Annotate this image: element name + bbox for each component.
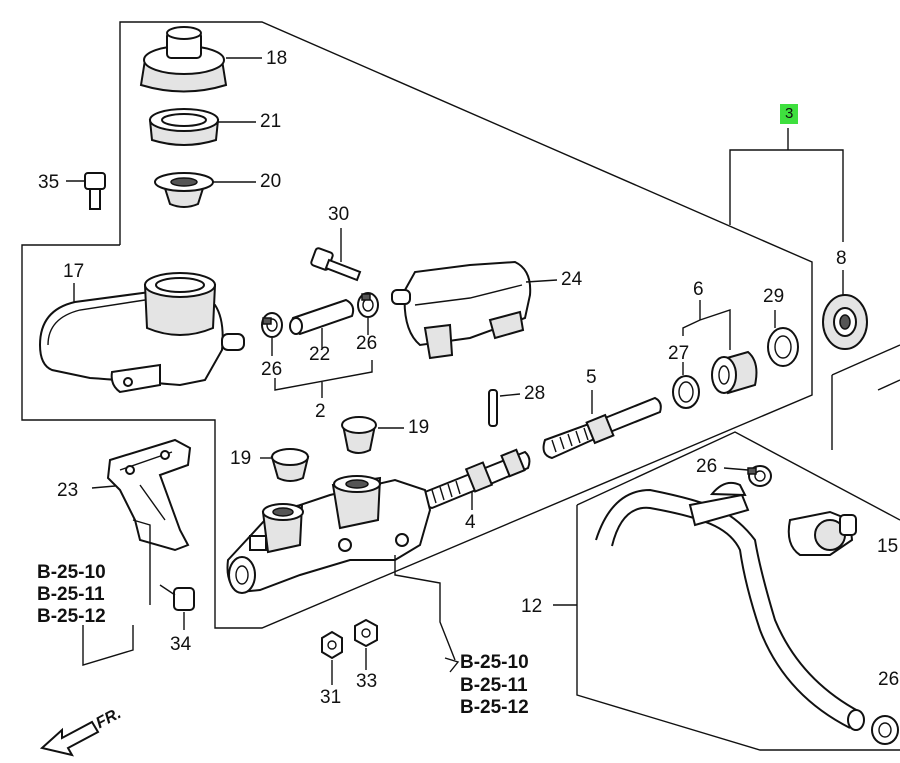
hose-part-22 [289, 298, 355, 348]
pin-part-28 [488, 389, 521, 427]
callout-bracket-refs-bottom [394, 555, 460, 673]
bolt-part-34 [159, 584, 195, 630]
assembly-outline-frame [21, 21, 900, 751]
seal-part-27 [672, 362, 700, 409]
callout-bracket-2 [274, 360, 373, 398]
plug-part-19b [260, 448, 310, 482]
seal-part-29 [767, 310, 799, 367]
master-cylinder-body [226, 475, 432, 594]
hose-part-12 [553, 481, 865, 731]
hose-clamp-part-26a [261, 312, 283, 356]
seal-part-6 [682, 300, 758, 395]
hose-clamp-part-26d [871, 715, 899, 745]
part-label-29: 29 [763, 286, 785, 307]
bolt-part-30 [310, 228, 362, 282]
part-label-6: 6 [693, 279, 704, 300]
part-label-33: 33 [356, 671, 378, 692]
part-label-12: 12 [521, 596, 543, 617]
part-label-17: 17 [63, 261, 85, 282]
hose-clamp-part-26b [357, 292, 379, 335]
part-label-24: 24 [561, 269, 583, 290]
part-label-26d: 26 [878, 669, 900, 690]
hose-clamp-part-26c [723, 465, 772, 487]
part-label-27: 27 [668, 343, 690, 364]
part-label-19b: 19 [230, 448, 252, 469]
grommet-part-20 [154, 172, 256, 208]
part-label-23: 23 [57, 480, 79, 501]
part-label-20: 20 [260, 171, 282, 192]
bracket-part-23 [91, 438, 192, 552]
reference-link-bottom-3[interactable]: B-25-12 [460, 697, 529, 718]
part-label-28: 28 [524, 383, 546, 404]
part-label-31: 31 [320, 687, 342, 708]
nut-part-33 [354, 618, 378, 670]
part-label-21: 21 [260, 111, 282, 132]
part-label-30: 30 [328, 204, 350, 225]
reference-link-left-1[interactable]: B-25-10 [37, 562, 106, 583]
strainer-part-21 [148, 108, 256, 146]
part-label-18: 18 [266, 48, 288, 69]
secondary-piston-part-4 [422, 448, 531, 510]
part-label-26c: 26 [696, 456, 718, 477]
part-label-2: 2 [315, 401, 326, 422]
reference-link-bottom-2[interactable]: B-25-11 [460, 675, 528, 696]
plug-part-19a [341, 416, 404, 454]
reservoir-cap-part-18 [139, 26, 262, 93]
reference-link-left-3[interactable]: B-25-12 [37, 606, 106, 627]
front-direction-arrow [39, 720, 100, 757]
part-label-35: 35 [38, 172, 60, 193]
part-label-34: 34 [170, 634, 192, 655]
nut-part-31 [321, 630, 343, 685]
part-label-26b: 26 [356, 333, 378, 354]
part-label-19a: 19 [408, 417, 430, 438]
seal-part-8 [822, 270, 868, 350]
part-label-22: 22 [309, 344, 331, 365]
reservoir-part-24 [391, 260, 558, 360]
reservoir-tank-part-17 [38, 272, 245, 394]
reference-link-left-2[interactable]: B-25-11 [37, 584, 105, 605]
connector-part-15 [787, 510, 857, 556]
part-label-8: 8 [836, 248, 847, 269]
part-label-15: 15 [877, 536, 899, 557]
primary-piston-part-5 [542, 390, 662, 460]
callout-bracket-refs-left [82, 519, 151, 666]
bolt-part-35 [66, 172, 106, 210]
part-label-26a: 26 [261, 359, 283, 380]
part-label-4: 4 [465, 512, 476, 533]
reference-link-bottom-1[interactable]: B-25-10 [460, 652, 529, 673]
assembly-part-number-badge: 3 [780, 104, 799, 124]
part-label-5: 5 [586, 367, 597, 388]
